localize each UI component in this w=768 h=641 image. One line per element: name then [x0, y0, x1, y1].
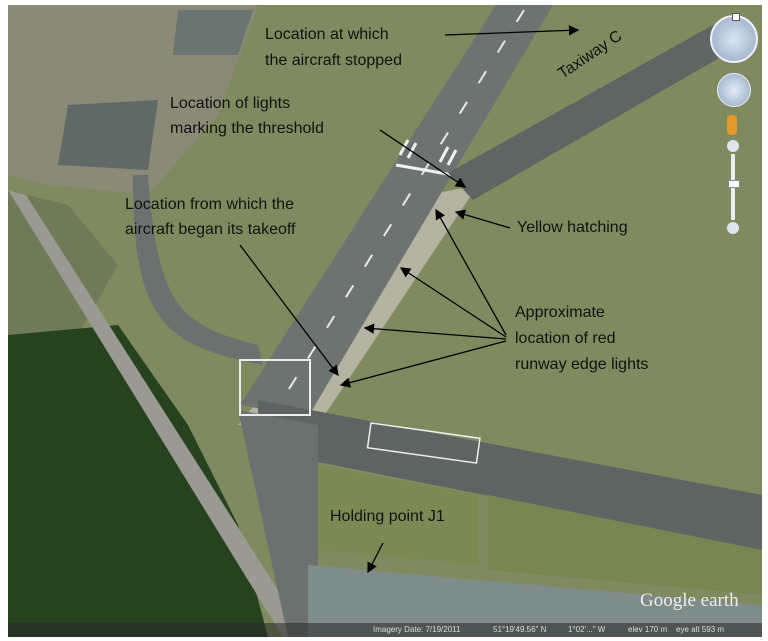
annotation-threshold-2: marking the threshold — [170, 120, 324, 137]
main-taxiway — [258, 400, 762, 550]
satellite-map[interactable]: Location at which the aircraft stopped L… — [8, 5, 762, 637]
elevation: elev 170 m — [628, 625, 668, 634]
longitude: 1°02'..." W — [568, 625, 606, 634]
latitude: 51°19'49.56" N — [493, 625, 547, 634]
annotation-takeoff-1: Location from which the — [125, 196, 294, 213]
runway — [240, 5, 553, 417]
zoom-slider[interactable] — [727, 140, 740, 235]
zoom-thumb[interactable] — [728, 180, 740, 188]
annotation-edge-lights-2: location of red — [515, 330, 616, 347]
annotation-stopped-2: the aircraft stopped — [265, 52, 402, 69]
annotation-stopped-1: Location at which — [265, 26, 389, 43]
status-bar: Imagery Date: 7/19/2011 51°19'49.56" N 1… — [8, 623, 762, 637]
taxiway-c — [448, 25, 733, 200]
annotation-arrows — [239, 25, 580, 574]
forest — [8, 325, 268, 637]
google-earth-logo: Google earth — [640, 590, 739, 611]
look-joystick[interactable] — [717, 73, 751, 107]
annotation-holding-point: Holding point J1 — [330, 508, 445, 525]
road — [8, 190, 308, 637]
zoom-in-icon[interactable] — [727, 140, 739, 152]
zoom-out-icon[interactable] — [727, 222, 739, 234]
aerial-imagery — [8, 5, 762, 637]
annotation-yellow-hatching: Yellow hatching — [517, 219, 628, 236]
annotation-edge-lights-1: Approximate — [515, 304, 605, 321]
eye-altitude: eye alt 593 m — [676, 625, 725, 634]
imagery-date: Imagery Date: 7/19/2011 — [373, 625, 461, 634]
annotation-takeoff-2: aircraft began its takeoff — [125, 221, 296, 238]
annotation-edge-lights-3: runway edge lights — [515, 356, 649, 373]
pegman-icon[interactable] — [727, 115, 737, 135]
compass-north-icon — [732, 13, 740, 21]
annotation-threshold-1: Location of lights — [170, 95, 291, 112]
navigation-ring[interactable] — [710, 13, 758, 63]
